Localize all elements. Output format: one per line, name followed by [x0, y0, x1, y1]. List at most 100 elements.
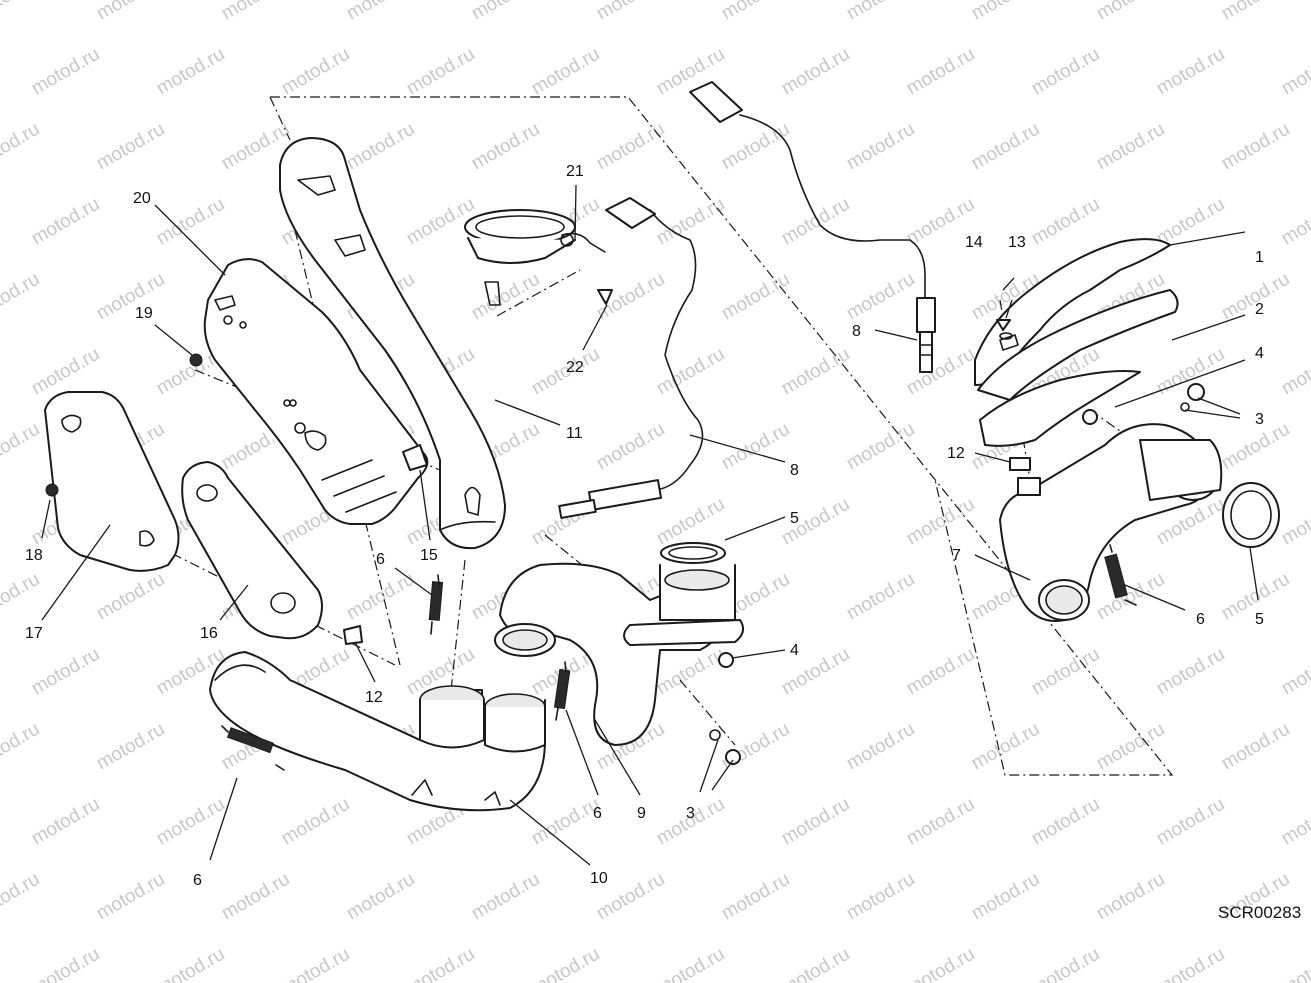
watermark-text: motod.ru — [1278, 644, 1311, 700]
callout-8: 8 — [852, 323, 861, 340]
callout-10: 10 — [590, 870, 608, 887]
watermark-text: motod.ru — [1028, 644, 1103, 700]
leader-lines — [41, 184, 1259, 866]
watermark-text: motod.ru — [0, 419, 43, 475]
watermark-text: motod.ru — [153, 44, 228, 100]
callout-4: 4 — [790, 642, 799, 659]
watermark-text: motod.ru — [153, 794, 228, 850]
callout-17: 17 — [25, 625, 43, 642]
watermark-text: motod.ru — [0, 119, 43, 175]
callout-6: 6 — [593, 805, 602, 822]
watermark-text: motod.ru — [1278, 794, 1311, 850]
watermark-text: motod.ru — [778, 344, 853, 400]
callout-6: 6 — [376, 551, 385, 568]
lambda-sensor-center — [558, 197, 704, 519]
heat-shield-front — [44, 391, 180, 572]
callout-2: 2 — [1255, 301, 1264, 318]
watermark-text: motod.ru — [968, 119, 1043, 175]
heat-shield-upper — [974, 238, 1179, 447]
callout-11: 11 — [566, 425, 583, 442]
watermark-text: motod.ru — [593, 119, 668, 175]
watermark-text: motod.ru — [778, 194, 853, 250]
watermark-text: motod.ru — [1093, 0, 1168, 24]
watermark-text: motod.ru — [593, 0, 668, 24]
watermark-text: motod.ru — [843, 119, 918, 175]
watermark-text: motod.ru — [1278, 344, 1311, 400]
watermark-text: motod.ru — [93, 719, 168, 775]
callout-13: 13 — [1008, 234, 1026, 251]
watermark-text: motod.ru — [653, 494, 728, 550]
watermark-text: motod.ru — [968, 0, 1043, 24]
watermark-text: motod.ru — [403, 44, 478, 100]
watermark-text: motod.ru — [403, 944, 478, 983]
watermark-text: motod.ru — [653, 944, 728, 983]
watermark-text: motod.ru — [843, 569, 918, 625]
watermark-text: motod.ru — [93, 569, 168, 625]
watermark-text: motod.ru — [1153, 44, 1228, 100]
watermark-text: motod.ru — [1153, 644, 1228, 700]
watermark-text: motod.ru — [1153, 944, 1228, 983]
watermark-text: motod.ru — [843, 0, 918, 24]
callout-14: 14 — [965, 234, 983, 251]
watermark-text: motod.ru — [718, 269, 793, 325]
mid-pipe — [494, 542, 745, 746]
callout-15: 15 — [420, 547, 438, 564]
shield-gasket — [181, 461, 323, 640]
callout-5: 5 — [1255, 611, 1264, 628]
callout-3: 3 — [686, 805, 695, 822]
watermark-text: motod.ru — [28, 44, 103, 100]
heat-shield-large — [203, 258, 429, 525]
watermark-text: motod.ru — [1028, 944, 1103, 983]
callout-12: 12 — [947, 445, 965, 462]
callout-12: 12 — [365, 689, 383, 706]
watermark-text: motod.ru — [343, 869, 418, 925]
spring-b — [553, 661, 571, 721]
watermark-text: motod.ru — [903, 944, 978, 983]
watermark-text: motod.ru — [153, 944, 228, 983]
watermark-text: motod.ru — [93, 269, 168, 325]
watermark-text: motod.ru — [1028, 44, 1103, 100]
callout-5: 5 — [790, 510, 799, 527]
callout-18: 18 — [25, 547, 43, 564]
watermark-text: motod.ru — [903, 344, 978, 400]
watermark-text: motod.ru — [1093, 569, 1168, 625]
callouts: 1 2 3 3 4 4 5 5 6 6 6 6 7 8 8 9 10 11 12… — [25, 163, 1264, 889]
watermark-text: motod.ru — [903, 44, 978, 100]
watermark-text: motod.ru — [468, 869, 543, 925]
watermark-text: motod.ru — [0, 0, 43, 24]
watermark-text: motod.ru — [28, 644, 103, 700]
callout-8: 8 — [790, 462, 799, 479]
watermark-text: motod.ru — [1093, 719, 1168, 775]
watermark-text: motod.ru — [778, 44, 853, 100]
watermark-text: motod.ru — [843, 269, 918, 325]
watermark-text: motod.ru — [28, 794, 103, 850]
watermark-text: motod.ru — [28, 344, 103, 400]
watermark-text: motod.ru — [28, 194, 103, 250]
header-pipe — [209, 651, 546, 812]
watermark-text: motod.ru — [343, 0, 418, 24]
watermark-text: motod.ru — [0, 869, 43, 925]
watermark-text: motod.ru — [1093, 869, 1168, 925]
watermark-text: motod.ru — [778, 944, 853, 983]
watermark-text: motod.ru — [28, 944, 103, 983]
callout-4: 4 — [1255, 345, 1264, 362]
watermark-text: motod.ru — [718, 0, 793, 24]
watermark-text: motod.ru — [653, 644, 728, 700]
watermark-text: motod.ru — [278, 794, 353, 850]
callout-19: 19 — [135, 305, 153, 322]
callout-1: 1 — [1255, 249, 1264, 266]
watermark-text: motod.ru — [593, 419, 668, 475]
watermark-text: motod.ru — [778, 794, 853, 850]
rear-exhaust-pipe — [279, 137, 506, 550]
drawing-code: SCR00283 — [1218, 903, 1301, 922]
watermark-text: motod.ru — [278, 44, 353, 100]
watermark-text: motod.ru — [0, 569, 43, 625]
callout-22: 22 — [566, 359, 584, 376]
watermark-text: motod.ru — [1278, 494, 1311, 550]
watermark-text: motod.ru — [528, 44, 603, 100]
watermark-text: motod.ru — [1218, 719, 1293, 775]
watermark-text: motod.ru — [843, 719, 918, 775]
watermark-text: motod.ru — [718, 869, 793, 925]
spring-c — [221, 725, 285, 771]
callout-3: 3 — [1255, 411, 1264, 428]
